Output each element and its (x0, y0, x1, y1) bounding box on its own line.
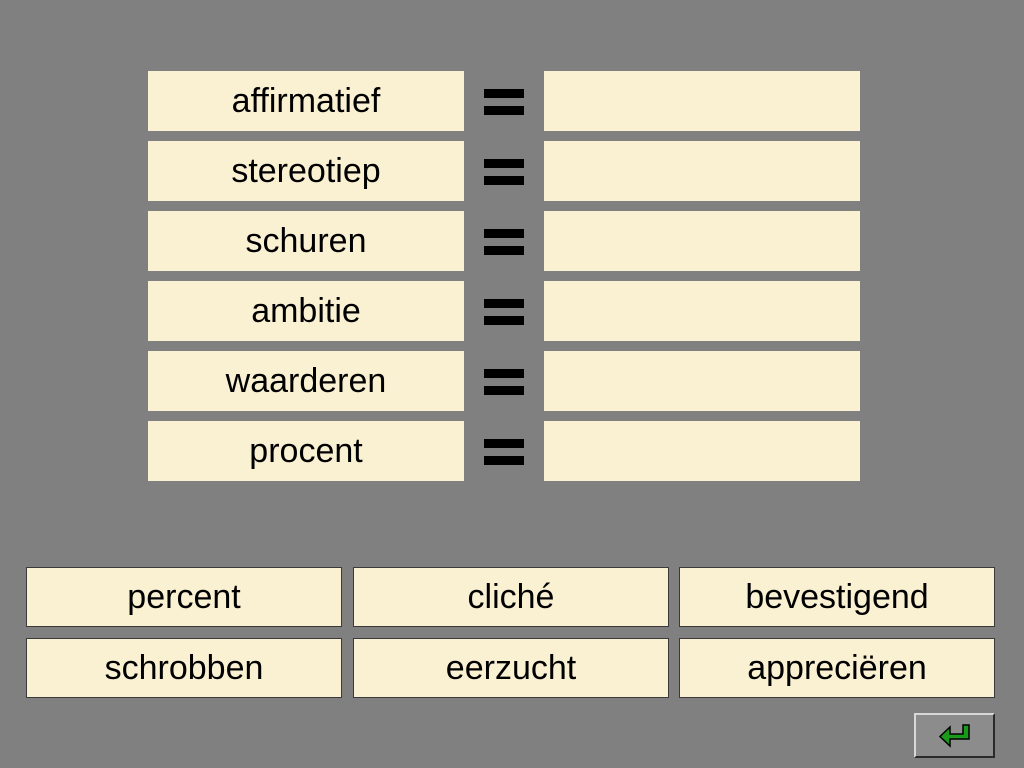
answer-option-cliche[interactable]: cliché (353, 567, 669, 627)
enter-arrow-icon (937, 723, 973, 749)
word-card-3: schuren (148, 211, 464, 271)
answer-slot-2[interactable] (544, 141, 860, 201)
word-card-2: stereotiep (148, 141, 464, 201)
equals-icon (484, 281, 524, 341)
word-card-4: ambitie (148, 281, 464, 341)
equals-icon (484, 141, 524, 201)
enter-button[interactable] (914, 713, 995, 758)
answer-slot-3[interactable] (544, 211, 860, 271)
answer-option-apprecieren[interactable]: appreciëren (679, 638, 995, 698)
equals-icon (484, 351, 524, 411)
answer-option-schrobben[interactable]: schrobben (26, 638, 342, 698)
answer-slot-6[interactable] (544, 421, 860, 481)
word-card-5: waarderen (148, 351, 464, 411)
answer-slot-5[interactable] (544, 351, 860, 411)
answer-option-eerzucht[interactable]: eerzucht (353, 638, 669, 698)
answer-option-percent[interactable]: percent (26, 567, 342, 627)
answer-slot-1[interactable] (544, 71, 860, 131)
answer-option-bevestigend[interactable]: bevestigend (679, 567, 995, 627)
word-card-6: procent (148, 421, 464, 481)
answer-slot-4[interactable] (544, 281, 860, 341)
equals-icon (484, 71, 524, 131)
equals-icon (484, 421, 524, 481)
word-card-1: affirmatief (148, 71, 464, 131)
equals-icon (484, 211, 524, 271)
